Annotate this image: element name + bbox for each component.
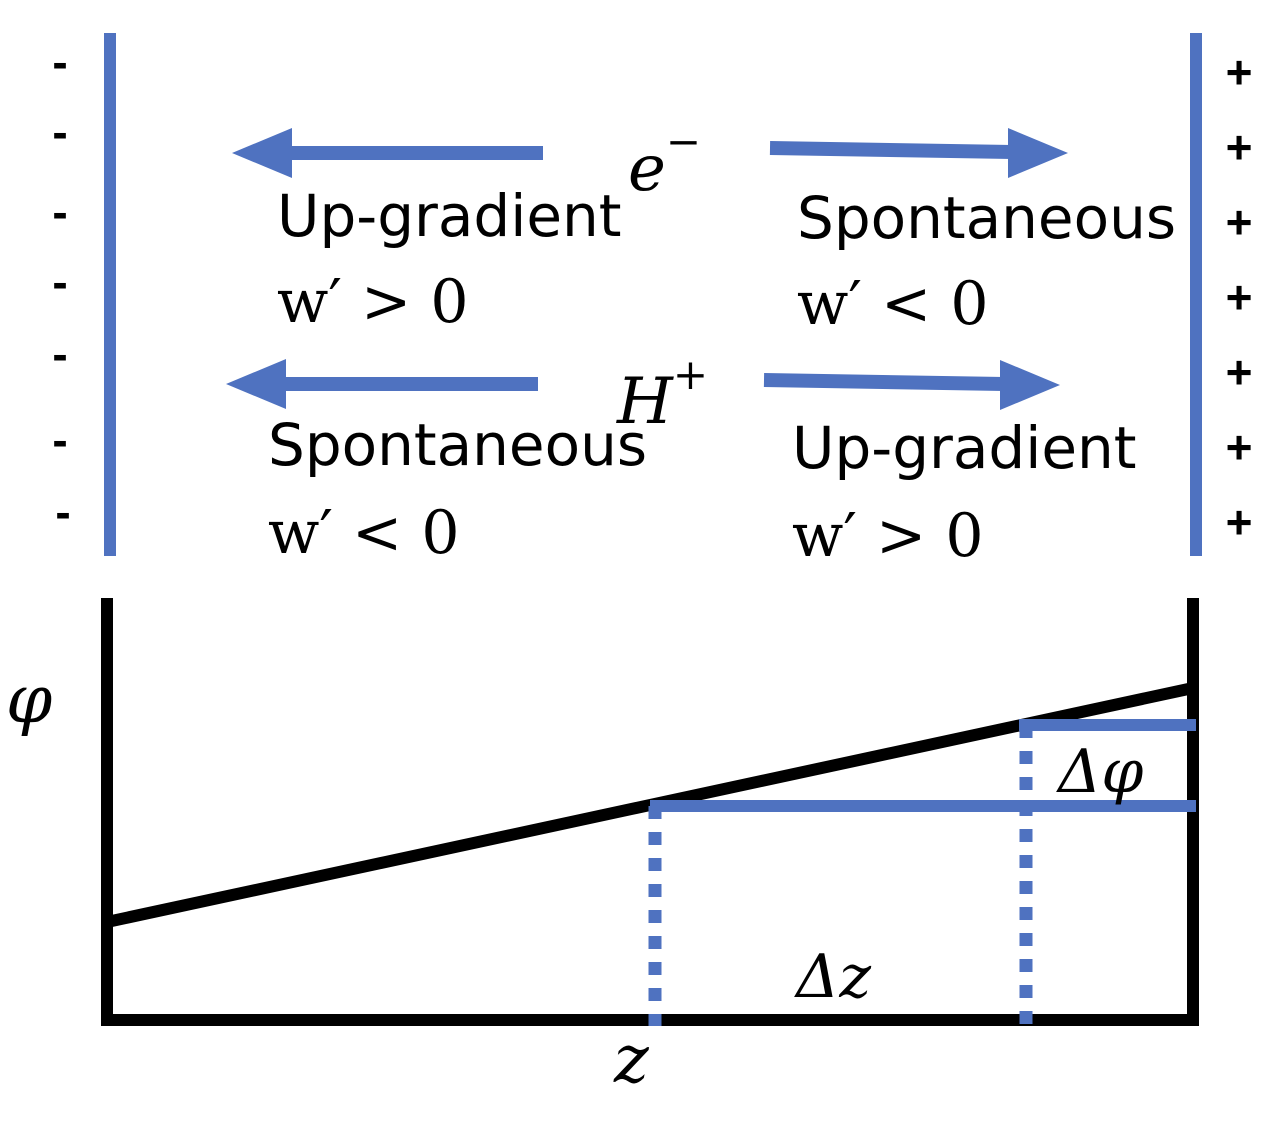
minus-sign: - <box>55 486 70 538</box>
electron-left-work-label: w′ > 0 <box>277 267 469 337</box>
x-axis-label: z <box>613 1021 650 1098</box>
delta-phi-label: Δφ <box>1056 737 1143 807</box>
proton-left-direction-label: Spontaneous <box>268 411 647 479</box>
delta-z-label: Δz <box>794 942 871 1012</box>
proton-right-work-label: w′ > 0 <box>792 501 984 571</box>
plus-sign: + <box>1226 496 1253 548</box>
minus-sign: - <box>52 256 67 308</box>
plus-sign: + <box>1226 346 1253 398</box>
minus-sign: - <box>52 414 67 466</box>
right-plate-charges: + + + + + + + <box>1226 46 1253 548</box>
electron-right-work-label: w′ < 0 <box>797 269 989 339</box>
plus-sign: + <box>1226 121 1253 173</box>
electron-left-arrow <box>232 128 543 178</box>
proton-right-direction-label: Up-gradient <box>792 414 1137 482</box>
minus-sign: - <box>52 328 67 380</box>
proton-symbol: H+ <box>616 350 708 439</box>
y-axis-label: φ <box>6 661 52 738</box>
electron-right-direction-label: Spontaneous <box>797 184 1176 252</box>
plus-sign: + <box>1226 196 1253 248</box>
minus-sign: - <box>52 36 67 88</box>
plus-sign: + <box>1226 46 1253 98</box>
left-plate-charges: - - - - - - - <box>52 36 70 538</box>
electron-right-arrow <box>769 128 1068 178</box>
plus-sign: + <box>1226 421 1253 473</box>
proton-left-arrow <box>226 359 538 409</box>
proton-left-work-label: w′ < 0 <box>268 498 460 568</box>
minus-sign: - <box>52 106 67 158</box>
electron-symbol: e− <box>628 117 701 206</box>
proton-right-arrow <box>763 360 1060 410</box>
minus-sign: - <box>52 186 67 238</box>
plus-sign: + <box>1226 271 1253 323</box>
electron-left-direction-label: Up-gradient <box>277 182 622 250</box>
